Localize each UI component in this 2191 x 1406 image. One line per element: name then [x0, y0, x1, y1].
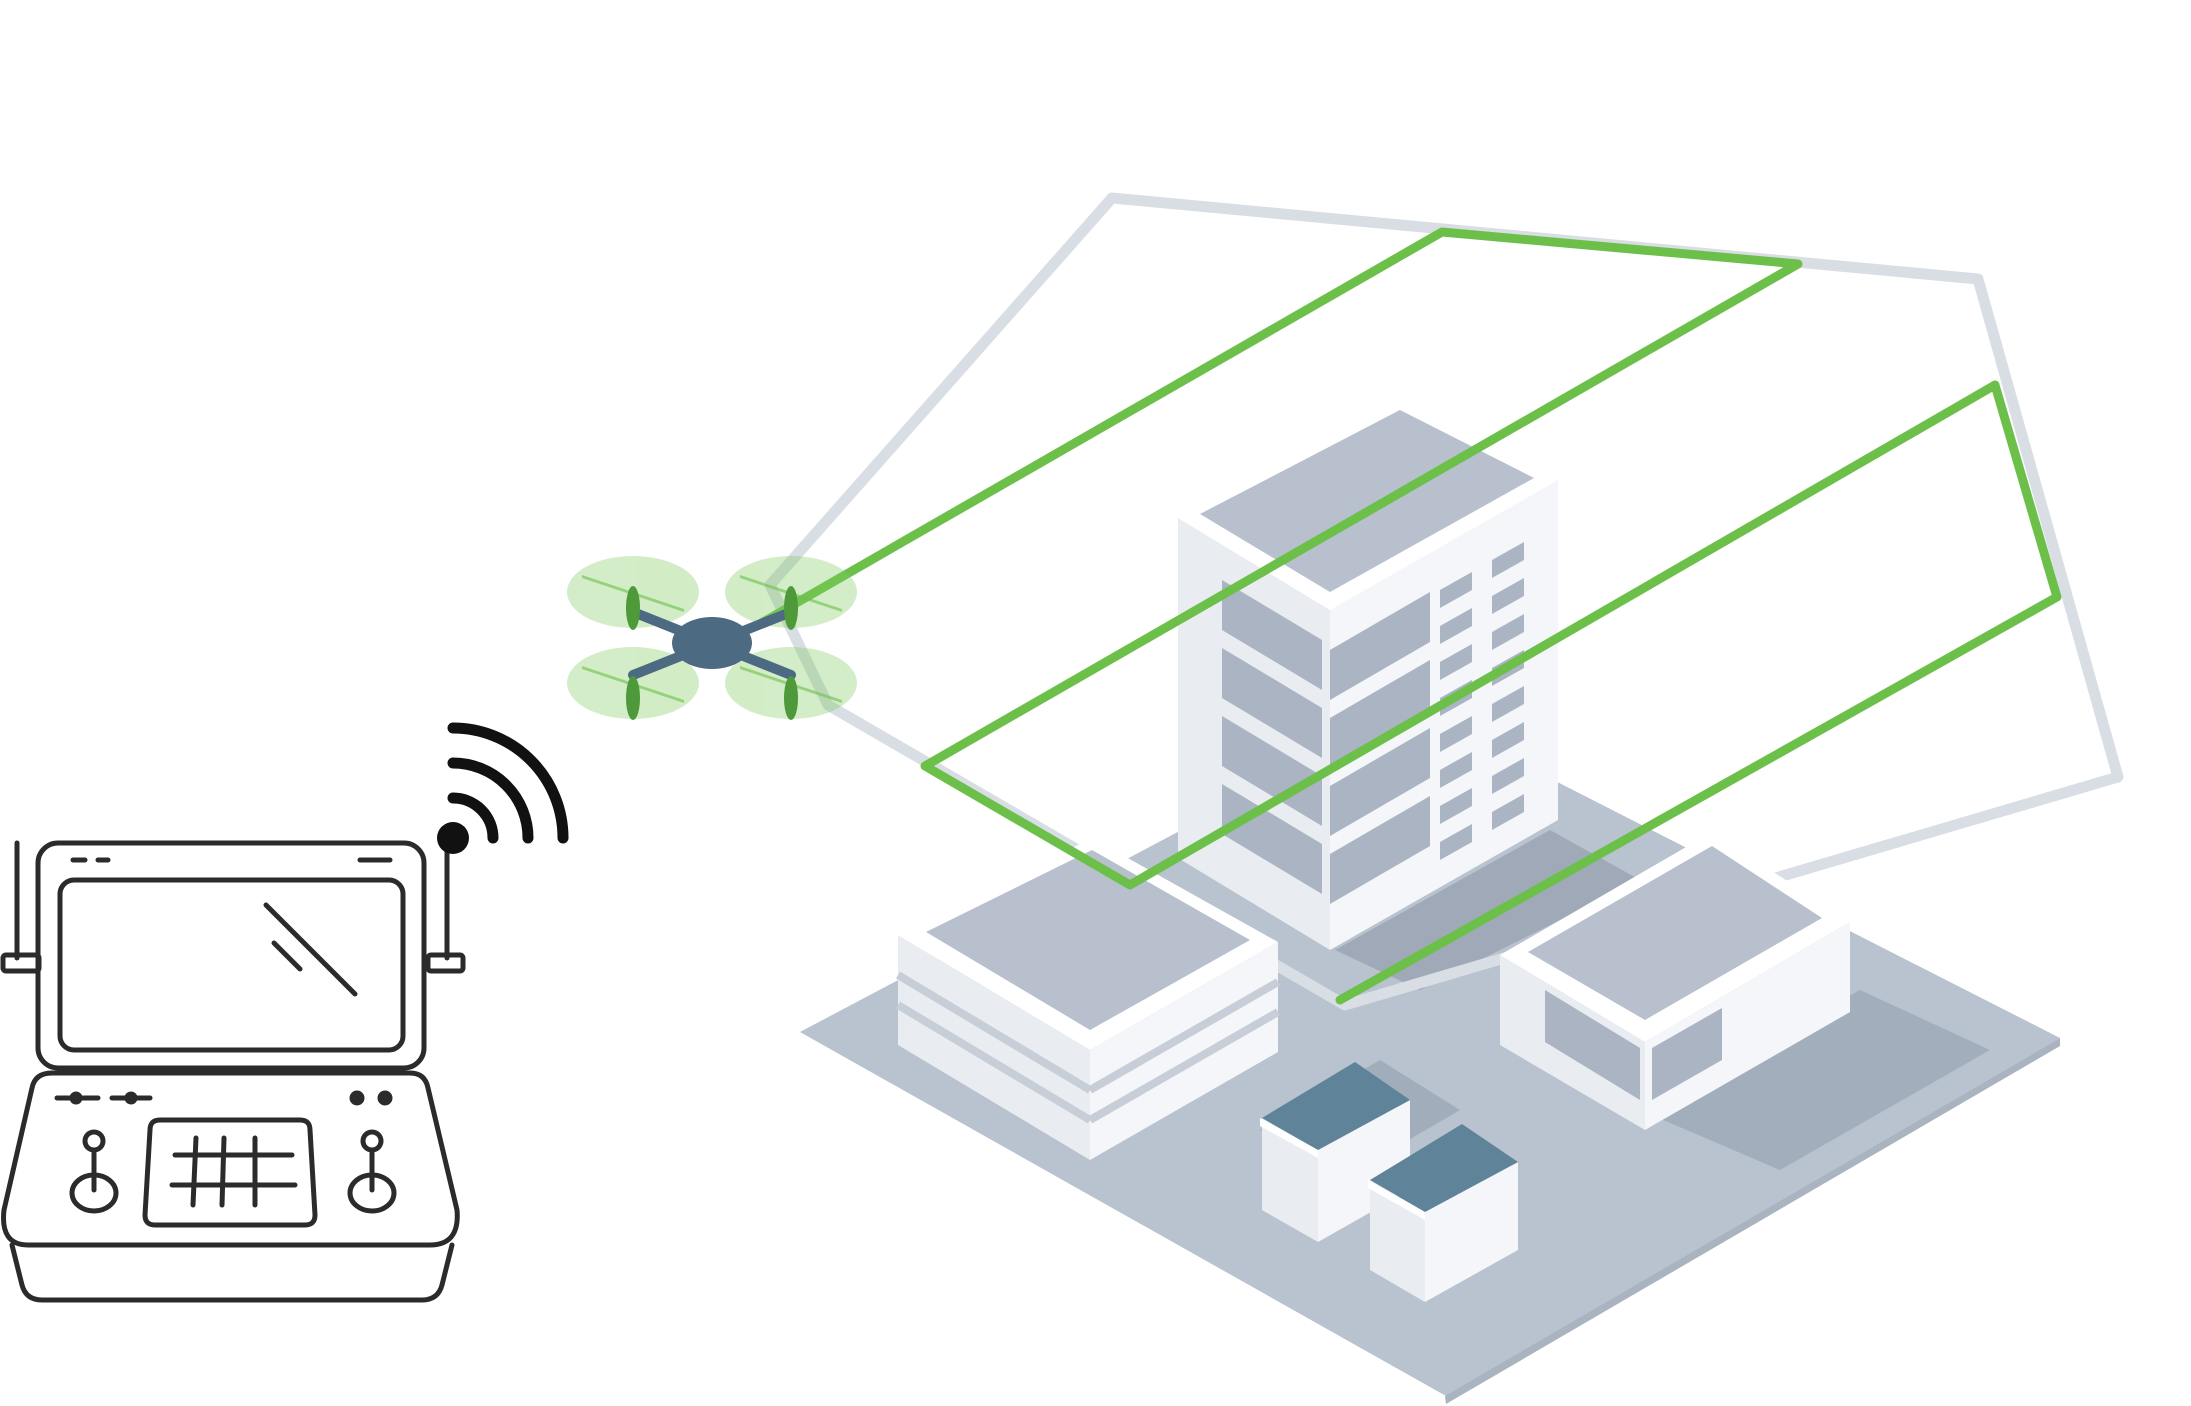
wireless-signal-icon	[437, 722, 569, 854]
house-a	[1260, 1062, 1410, 1242]
low-office-building	[895, 838, 1280, 1160]
zigzag-survey-route	[753, 227, 2062, 1005]
house-b	[1368, 1124, 1518, 1302]
remote-controller-icon	[0, 837, 466, 1303]
cube-building	[1500, 832, 1850, 1130]
drone-icon	[567, 556, 857, 720]
